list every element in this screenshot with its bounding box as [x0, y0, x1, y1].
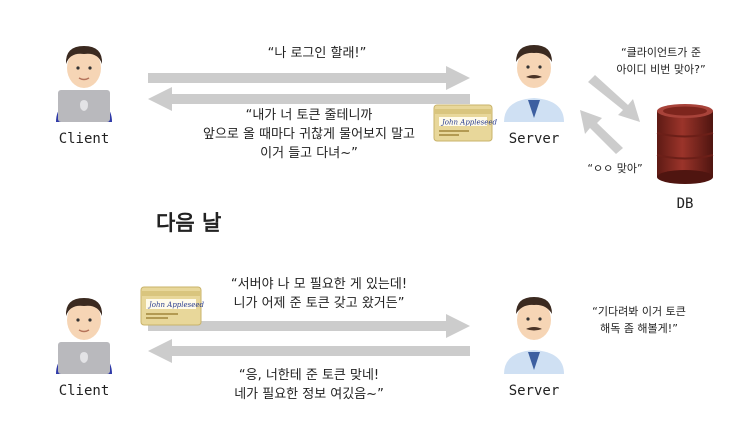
database-icon — [656, 104, 714, 184]
card-signature: John Appleseed — [440, 119, 498, 127]
credit-card-icon: John Appleseed — [433, 104, 498, 142]
server-query-line-2: 아이디 비번 맞아?” — [616, 63, 706, 76]
db-label: DB — [676, 196, 694, 212]
client-bottom-avatar — [48, 292, 120, 374]
server-bottom-avatar — [498, 292, 570, 374]
token-card-top: John Appleseed — [433, 104, 498, 142]
arrow-server-to-client-top — [148, 87, 470, 111]
server-top-avatar — [498, 40, 570, 122]
card-signature: John Appleseed — [147, 301, 205, 309]
server-decode-text: “기다려봐 이거 토큰 해독 좀 해볼게!” — [574, 303, 704, 337]
server-decode-line-1: “기다려봐 이거 토큰 — [592, 305, 686, 318]
arrow-server-to-db — [588, 75, 640, 122]
token-card-bottom: John Appleseed — [140, 286, 205, 326]
token-issue-line-1: “내가 너 토큰 줄테니까 — [245, 108, 373, 123]
server-person-icon — [504, 45, 564, 122]
token-issue-text: “내가 너 토큰 줄테니까 앞으로 올 때마다 귀찮게 물어보지 말고 이거 들… — [194, 106, 424, 163]
token-issue-line-2: 앞으로 올 때마다 귀찮게 물어보지 말고 — [202, 127, 416, 142]
arrow-server-to-client-bottom — [148, 339, 470, 363]
client-label-top: Client — [58, 131, 110, 147]
server-person-icon — [504, 297, 564, 374]
arrow-client-to-server-bottom — [148, 314, 470, 338]
arrow-db-to-server — [580, 110, 623, 154]
token-verified-line-1: “응, 너한테 준 토큰 맞네! — [238, 368, 380, 383]
server-query-text: “클라이언트가 준 아이디 비번 맞아?” — [596, 44, 726, 78]
token-verified-line-2: 네가 필요한 정보 여깄음~” — [234, 387, 384, 402]
next-day-heading: 다음 날 — [156, 211, 222, 235]
token-verified-text: “응, 너한테 준 토큰 맞네! 네가 필요한 정보 여깄음~” — [194, 366, 424, 404]
person-with-laptop-icon — [56, 298, 112, 374]
token-request-line-1: “서버야 나 모 필요한 게 있는데! — [230, 277, 408, 292]
credit-card-icon: John Appleseed — [140, 286, 205, 326]
token-issue-line-3: 이거 들고 다녀~” — [260, 146, 358, 161]
db-reply-text: “ㅇㅇ 맞아” — [587, 162, 643, 175]
client-label-bottom: Client — [58, 383, 110, 399]
server-query-line-1: “클라이언트가 준 — [620, 46, 702, 59]
server-label-bottom: Server — [508, 383, 560, 399]
login-request-text: “나 로그인 할래!” — [267, 46, 367, 61]
server-decode-line-2: 해독 좀 해볼게!” — [600, 322, 678, 335]
person-with-laptop-icon — [56, 46, 112, 122]
token-request-line-2: 니가 어제 준 토큰 갖고 왔거든” — [233, 296, 405, 311]
token-request-text: “서버야 나 모 필요한 게 있는데! 니가 어제 준 토큰 갖고 왔거든” — [204, 275, 434, 313]
server-label-top: Server — [508, 131, 560, 147]
arrow-client-to-server-top — [148, 66, 470, 90]
client-top-avatar — [48, 40, 120, 122]
database-cylinder — [655, 103, 715, 185]
